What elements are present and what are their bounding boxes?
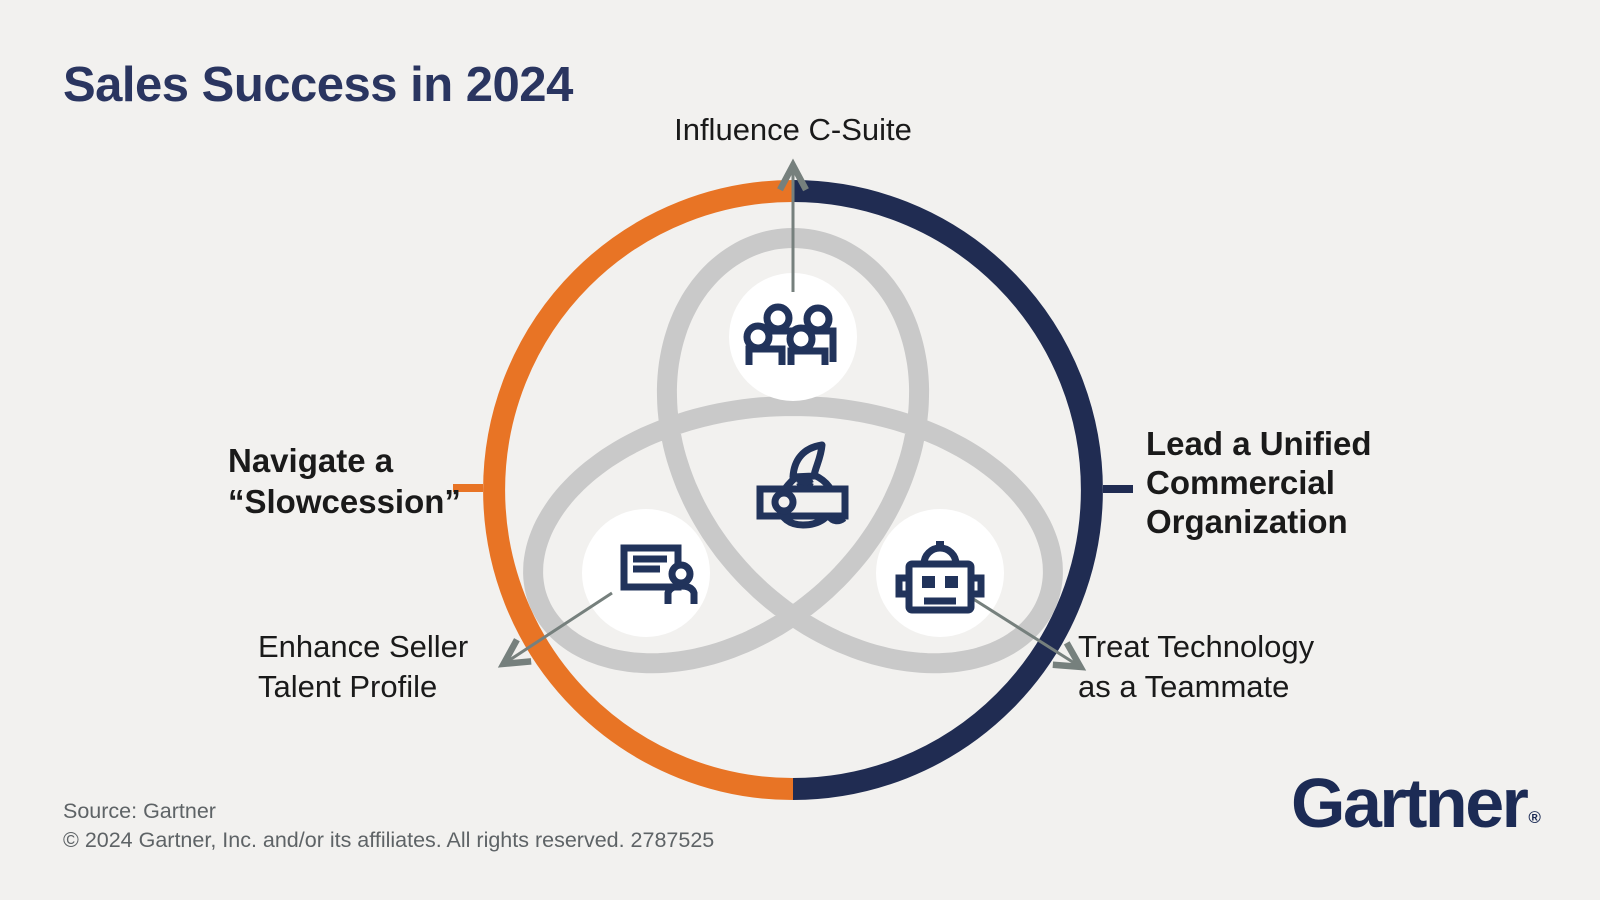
- label-line: Talent Profile: [258, 669, 438, 704]
- arrow-to-bottom-left-label: [497, 591, 613, 668]
- ring-left-orange: [483, 180, 794, 800]
- label-line: Commercial: [1146, 464, 1335, 501]
- gartner-logo: Gartner®: [1291, 763, 1541, 843]
- ring-right-navy: [792, 180, 1103, 800]
- arrow-to-bottom-right-label: [966, 593, 1087, 671]
- label-line: Navigate a: [228, 442, 394, 479]
- money-bag-icon: [756, 441, 849, 529]
- label-line: Organization: [1146, 503, 1348, 540]
- footer: Source: Gartner © 2024 Gartner, Inc. and…: [63, 797, 714, 855]
- label-lead-unified-commercial-organization: Lead a Unified Commercial Organization: [1146, 424, 1372, 541]
- page-title: Sales Success in 2024: [63, 58, 573, 112]
- label-line: Enhance Seller: [258, 629, 469, 664]
- label-navigate-slowcession: Navigate a “Slowcession”: [228, 440, 461, 522]
- presentation-board-icon: [620, 544, 698, 604]
- label-influence-c-suite: Influence C-Suite: [674, 112, 912, 147]
- label-line: as a Teammate: [1078, 669, 1290, 704]
- label-enhance-seller-talent-profile: Enhance Seller Talent Profile: [258, 627, 468, 707]
- label-line: “Slowcession”: [228, 483, 461, 520]
- robot-icon: [895, 541, 985, 614]
- meeting-people-icon: [743, 303, 837, 365]
- source-text: Source: Gartner: [63, 799, 216, 823]
- label-treat-technology-as-teammate: Treat Technology as a Teammate: [1078, 627, 1314, 707]
- gartner-logo-text: Gartner: [1291, 764, 1529, 842]
- registered-mark: ®: [1528, 808, 1541, 827]
- label-line: Lead a Unified: [1146, 425, 1372, 462]
- copyright-text: © 2024 Gartner, Inc. and/or its affiliat…: [63, 828, 715, 852]
- label-line: Treat Technology: [1078, 629, 1315, 664]
